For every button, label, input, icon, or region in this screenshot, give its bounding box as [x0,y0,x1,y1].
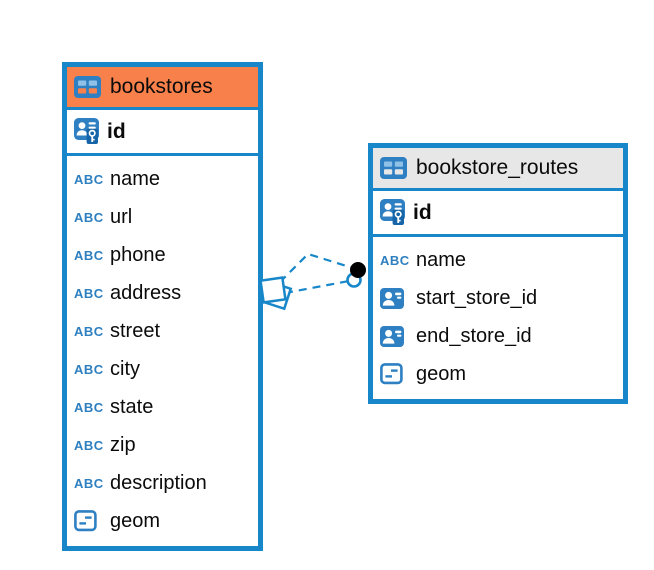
table-title: bookstores [110,75,213,98]
column-name: name [110,167,161,190]
reference-type-icon [380,287,407,309]
text-type-icon: ABC [74,399,104,415]
table-icon [380,157,407,179]
column-list: ABC name start_store_id end_store_id ge [373,237,623,399]
column-name: state [110,395,154,418]
column-name: url [110,205,133,228]
table-icon [74,76,101,98]
table-bookstore-routes[interactable]: bookstore_routes id ABC name start_store… [368,143,628,404]
column-list: ABC name ABC url ABC phone ABC address A… [67,156,258,546]
text-type-icon: ABC [74,209,104,225]
text-type-icon: ABC [74,361,104,377]
column-row-description[interactable]: ABC description [67,464,258,502]
primary-key-icon [74,118,99,145]
text-type-icon: ABC [74,475,104,491]
relationship-connector[interactable] [250,238,375,313]
column-row-phone[interactable]: ABC phone [67,236,258,274]
column-row-city[interactable]: ABC city [67,350,258,388]
column-row-zip[interactable]: ABC zip [67,426,258,464]
column-row-street[interactable]: ABC street [67,312,258,350]
table-header-bookstore-routes[interactable]: bookstore_routes [373,148,623,191]
column-row-name[interactable]: ABC name [67,160,258,198]
column-row-end-store-id[interactable]: end_store_id [373,317,623,355]
column-row-id[interactable]: id [373,191,623,237]
column-name: start_store_id [416,286,538,309]
geometry-type-icon [74,510,101,532]
column-name: end_store_id [416,324,532,347]
column-name: geom [110,509,161,532]
text-type-icon: ABC [74,171,104,187]
column-name: address [110,281,182,304]
column-row-address[interactable]: ABC address [67,274,258,312]
geometry-type-icon [380,363,407,385]
text-type-icon: ABC [74,323,104,339]
primary-key-icon [380,199,405,226]
text-type-icon: ABC [74,437,104,453]
text-type-icon: ABC [380,252,410,268]
relationship-dot-marker [346,262,366,288]
relationship-line-end-store[interactable] [284,279,350,295]
column-name: city [110,357,140,380]
column-name: id [413,200,432,224]
table-title: bookstore_routes [416,156,579,179]
text-type-icon: ABC [74,247,104,263]
column-row-geom[interactable]: geom [373,355,623,393]
table-header-bookstores[interactable]: bookstores [67,67,258,110]
column-row-url[interactable]: ABC url [67,198,258,236]
column-row-state[interactable]: ABC state [67,388,258,426]
column-name: geom [416,362,467,385]
column-name: description [110,471,207,494]
column-name: phone [110,243,166,266]
column-row-id[interactable]: id [67,110,258,156]
column-name: id [107,119,126,143]
text-type-icon: ABC [74,285,104,301]
column-row-start-store-id[interactable]: start_store_id [373,279,623,317]
column-name: zip [110,433,136,456]
column-row-name[interactable]: ABC name [373,241,623,279]
column-row-geom[interactable]: geom [67,502,258,540]
reference-type-icon [380,325,407,347]
relationship-diamond-marker [259,276,293,311]
column-name: street [110,319,161,342]
table-bookstores[interactable]: bookstores id ABC name ABC url ABC phone… [62,62,263,551]
column-name: name [416,248,467,271]
relationship-line-start-store[interactable] [279,252,354,283]
